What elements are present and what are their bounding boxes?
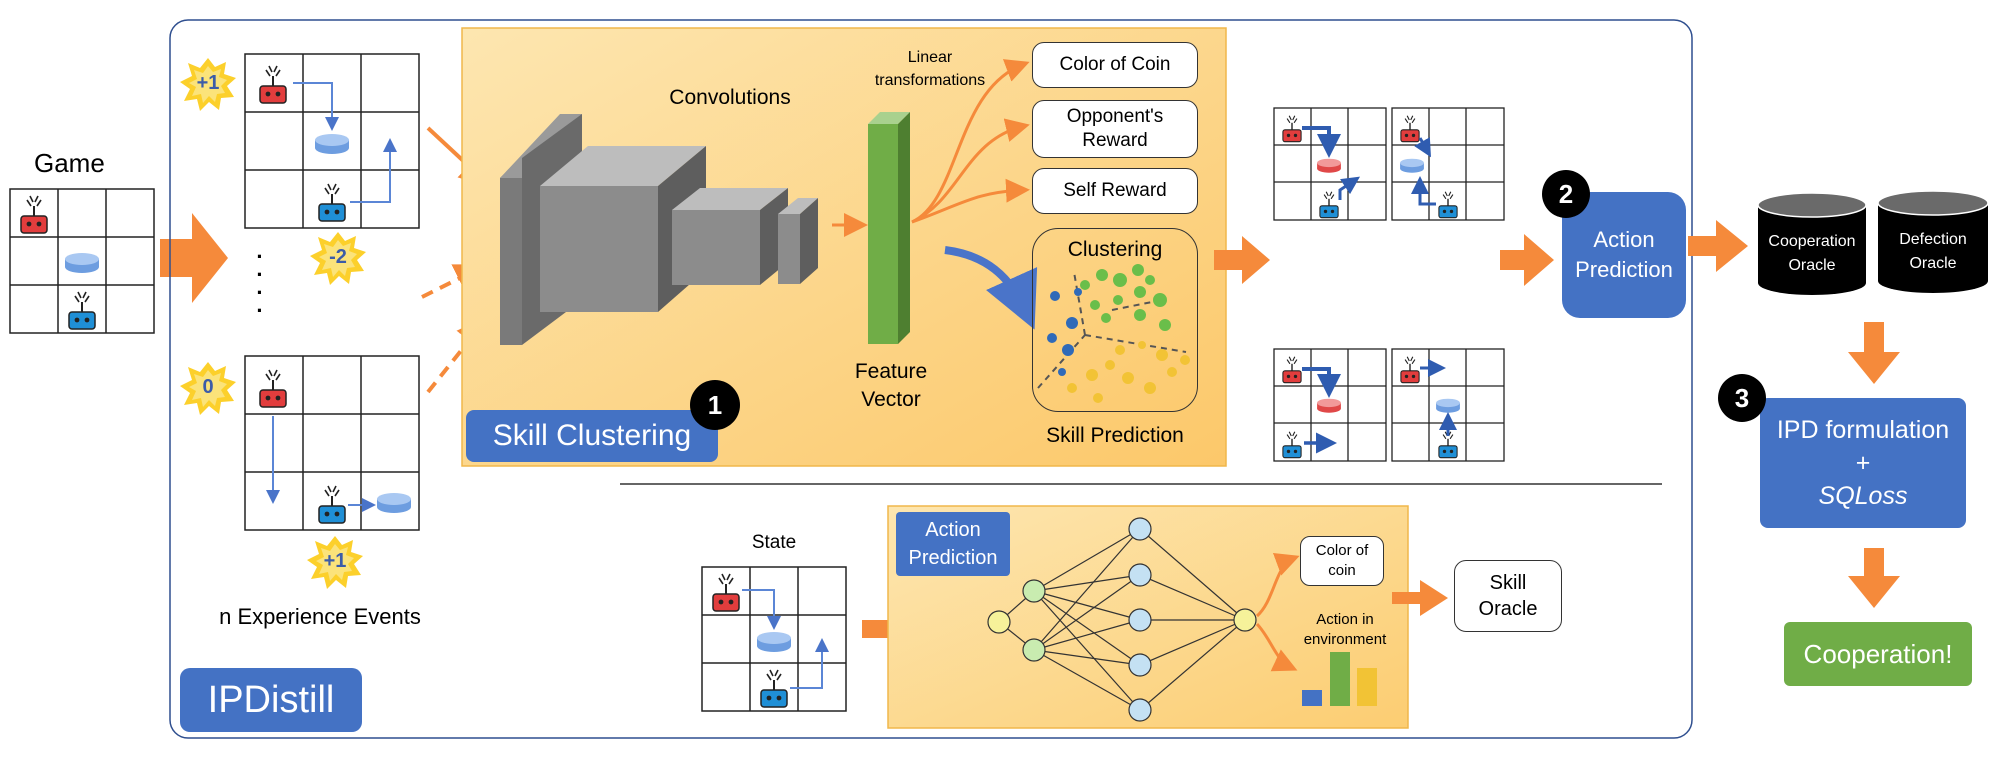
cooperation-cluster-grids [1273, 348, 1505, 462]
reward-bottom-left: 0 [202, 376, 214, 398]
linear-transformations-label: Linear transformations [874, 49, 986, 89]
game-to-events-arrow [160, 213, 228, 303]
state-label: State [751, 532, 797, 553]
skill-clustering-title: Skill Clustering [466, 410, 718, 462]
ipd-line-2: + [1855, 449, 1871, 477]
state-grid [701, 566, 847, 712]
action-prediction-box: Action Prediction [1562, 192, 1686, 318]
game-grid [9, 188, 155, 334]
neural-network [987, 517, 1257, 722]
cooperation-oracle-label: Cooperation Oracle [1768, 233, 1856, 274]
ipd-line-1: IPD formulation [1776, 416, 1950, 444]
skill-oracle-box: Skill Oracle [1454, 560, 1562, 632]
action-in-environment-label: Action in environment [1303, 611, 1387, 648]
to-action-prediction-arrow [1500, 234, 1554, 286]
experience-grid-1 [244, 53, 420, 229]
ipd-line-3: SQLoss [1818, 482, 1908, 510]
clustering-label: Clustering [1067, 238, 1163, 261]
clustering-box [1032, 228, 1198, 412]
cooperation-result-box: Cooperation! [1784, 622, 1972, 686]
feature-to-cluster-arrow [944, 246, 1038, 330]
ipdistill-label: IPDistill [180, 668, 362, 732]
to-skill-oracle-arrow [1392, 580, 1448, 616]
step-3-badge: 3 [1718, 374, 1766, 422]
linear-curve [911, 59, 1030, 224]
ipd-formulation-box: IPD formulation + SQLoss [1760, 398, 1966, 528]
ipd-down-arrow [1848, 548, 1900, 608]
defection-oracle-cylinder [1877, 190, 1989, 293]
reward-top: +1 [196, 72, 220, 94]
step-1-badge: 1 [690, 380, 740, 430]
ipdistill-frame [169, 19, 1693, 739]
clustering-scatter [1037, 264, 1190, 403]
vertical-ellipsis: · · · · [256, 244, 264, 323]
cooperation-oracle-cylinder [1757, 192, 1867, 295]
output-opponent-reward: Opponent's Reward [1032, 100, 1198, 158]
feature-vector-bar [868, 112, 910, 344]
game-label: Game [34, 148, 105, 178]
action-bar-chart-icon [1302, 652, 1377, 706]
linear-curve [911, 178, 1030, 224]
action-prediction-small-label: Action Prediction [896, 512, 1010, 576]
reward-top-bottom: -2 [329, 246, 347, 268]
convolutions-label: Convolutions [669, 86, 791, 109]
event-arrow-dashed [426, 315, 489, 394]
nn-output-curve [1255, 622, 1298, 672]
experience-events-caption: n Experience Events [219, 604, 421, 629]
linear-curve [911, 118, 1030, 224]
skill-prediction-label: Skill Prediction [1046, 424, 1184, 447]
step-2-badge: 2 [1542, 170, 1590, 218]
defection-cluster-grids [1273, 107, 1505, 221]
experience-grid-2 [244, 355, 420, 531]
cooperation-cluster-title: Cooperation Events cluster [1300, 292, 1480, 338]
feature-vector-label: Feature Vector [854, 360, 928, 411]
to-oracles-arrow [1688, 220, 1748, 272]
event-arrow-dashed [421, 264, 488, 299]
output-color-of-coin: Color of Coin [1032, 42, 1198, 88]
convolution-blocks [500, 114, 818, 345]
reward-bottom-bottom: +1 [323, 550, 347, 572]
oracles-down-arrow [1848, 322, 1900, 384]
nn-output-curve [1255, 552, 1300, 618]
output-self-reward: Self Reward [1032, 168, 1198, 214]
to-clusters-arrow [1214, 236, 1270, 284]
defection-cluster-title: Defection Events cluster [1312, 52, 1468, 98]
color-of-coin-box: Color of coin [1300, 536, 1384, 586]
defection-oracle-label: Defection Oracle [1899, 231, 1967, 272]
